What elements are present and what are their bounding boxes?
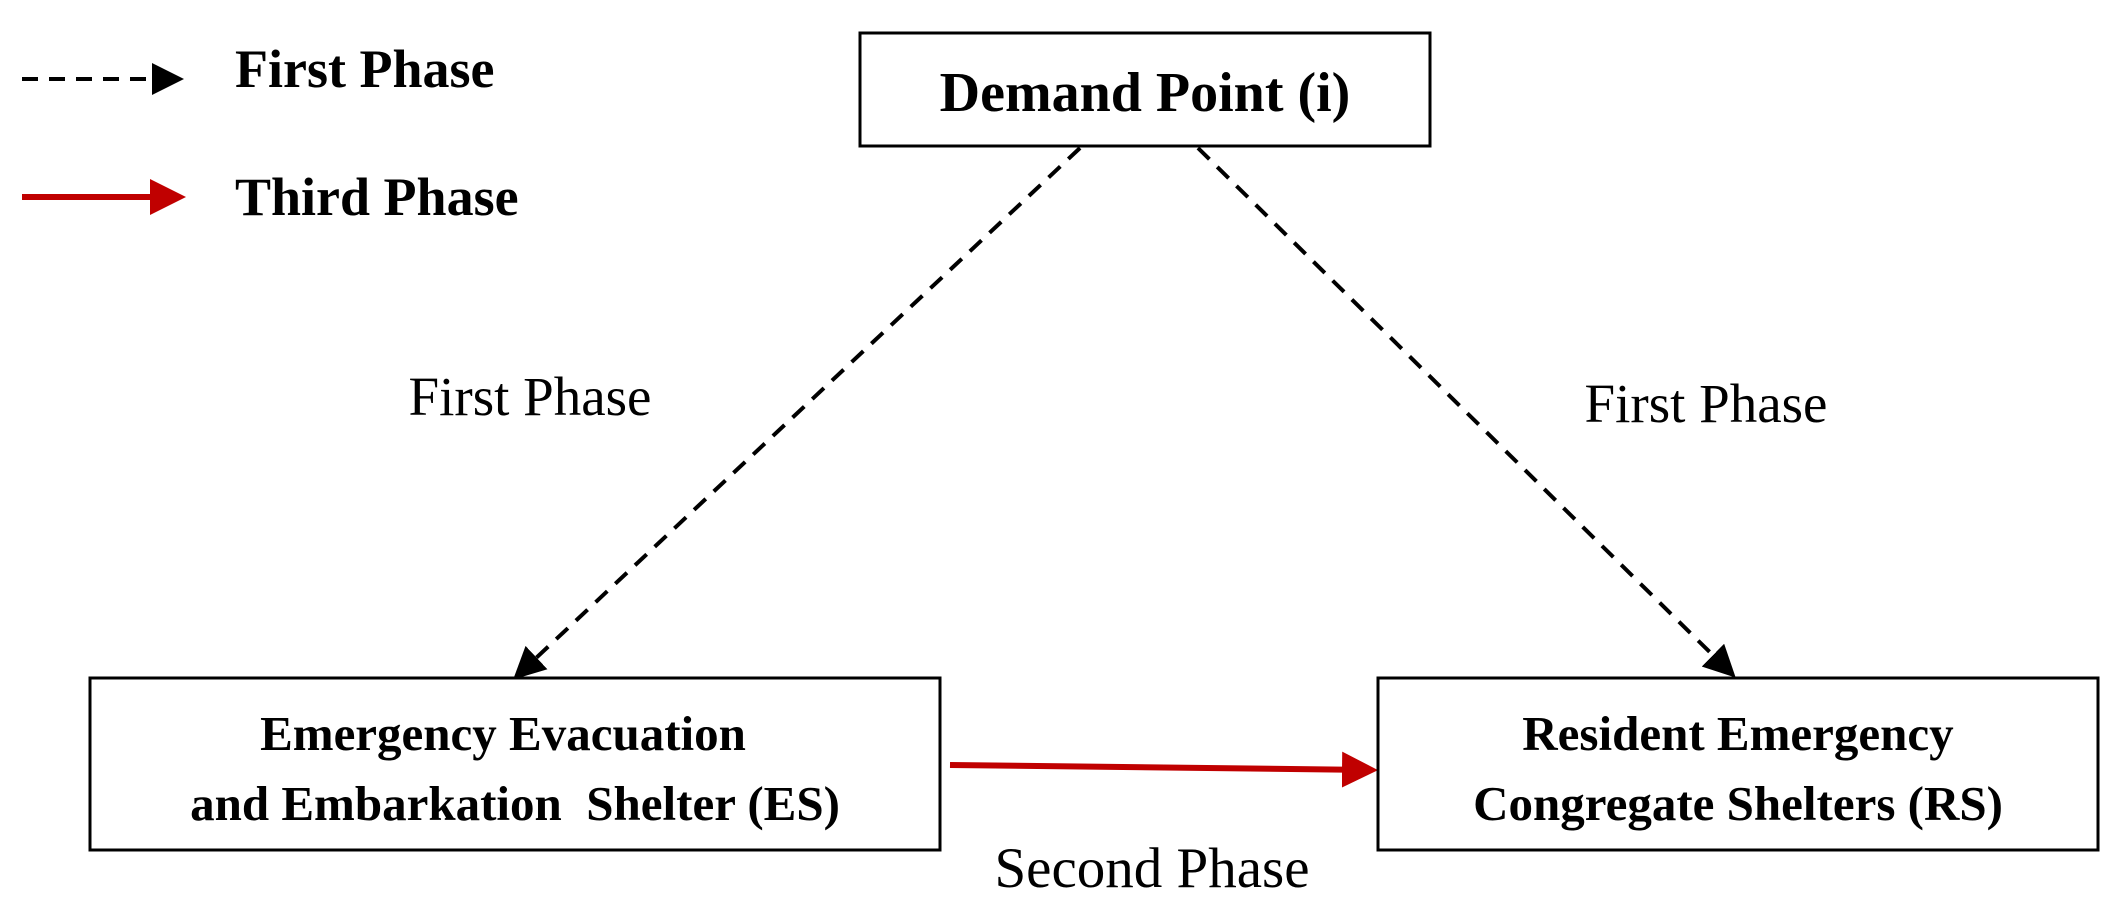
legend-label-third-phase: Third Phase bbox=[235, 167, 519, 227]
node-label-line-1: Resident Emergency bbox=[1522, 706, 1954, 761]
legend: First Phase Third Phase bbox=[22, 39, 519, 227]
node-box bbox=[1376, 676, 2100, 852]
legend-label-first-phase: First Phase bbox=[235, 39, 494, 99]
edge-label-first-phase-left: First Phase bbox=[409, 366, 652, 427]
dashed-arrow bbox=[513, 146, 1082, 680]
node-demand-point: Demand Point (i) bbox=[858, 31, 1432, 148]
solid-red-arrow bbox=[949, 751, 1378, 788]
edge-label-first-phase-right: First Phase bbox=[1585, 373, 1828, 434]
edge-es-to-rs: Second Phase bbox=[949, 751, 1378, 900]
node-label-line-2: and Embarkation Shelter (ES) bbox=[190, 776, 840, 831]
edge-label-second-phase: Second Phase bbox=[994, 837, 1309, 900]
node-label-line-2: Congregate Shelters (RS) bbox=[1473, 776, 2003, 831]
dashed-arrow bbox=[1196, 146, 1736, 678]
legend-item-third-phase: Third Phase bbox=[22, 167, 519, 227]
node-resident-emergency-shelters: Resident Emergency Congregate Shelters (… bbox=[1376, 676, 2100, 852]
node-box bbox=[88, 676, 942, 852]
edge-demand-to-rs: First Phase bbox=[1196, 146, 1828, 678]
node-emergency-evacuation-shelter: Emergency Evacuation and Embarkation She… bbox=[88, 676, 942, 852]
legend-item-first-phase: First Phase bbox=[22, 39, 494, 99]
node-label: Demand Point (i) bbox=[940, 62, 1351, 124]
node-box bbox=[858, 31, 1432, 148]
node-label-line-1: Emergency Evacuation bbox=[260, 706, 746, 761]
edge-demand-to-es: First Phase bbox=[409, 146, 1082, 680]
